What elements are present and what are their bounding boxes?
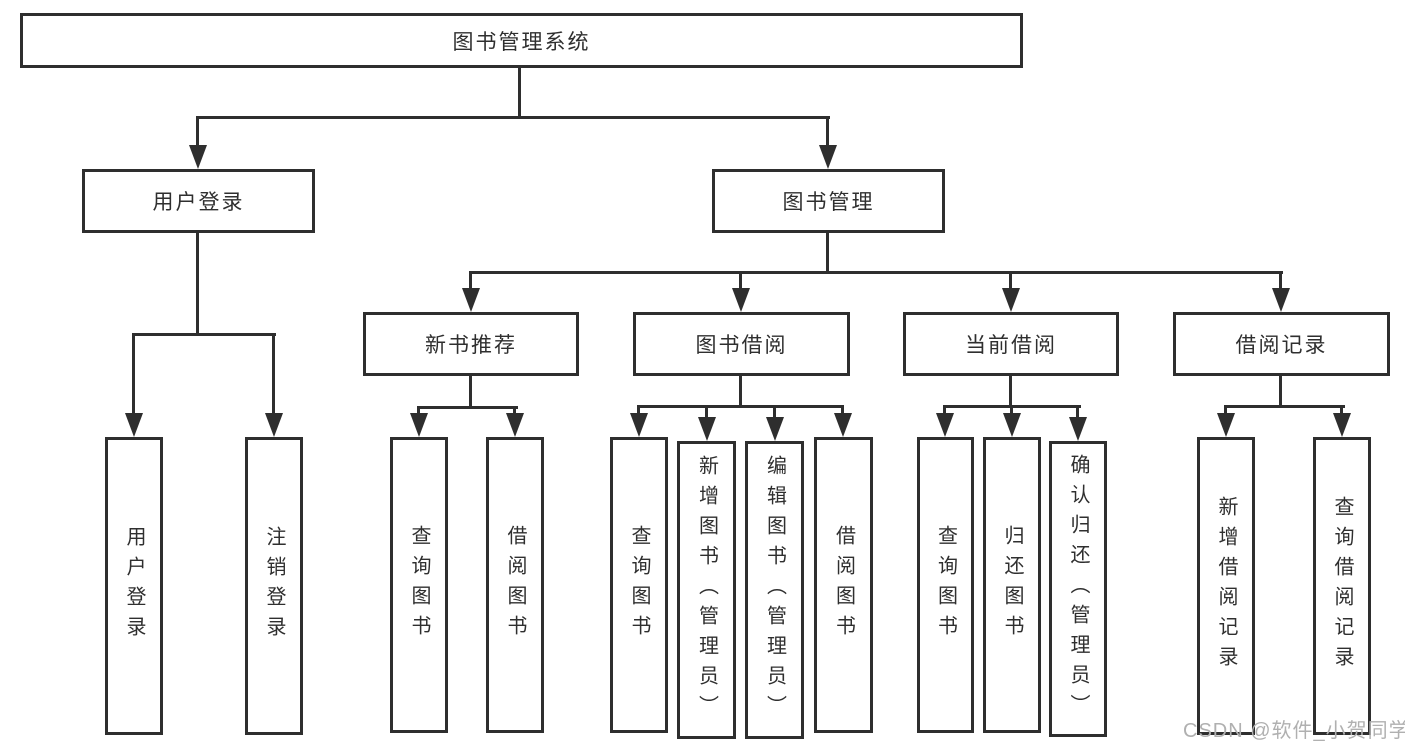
node-label: 借阅记录 — [1235, 334, 1328, 357]
connector-line — [739, 376, 742, 407]
connector-line — [705, 405, 708, 419]
leaf-confirm-return-admin: 确认归还（管理员） — [1049, 441, 1107, 737]
arrow-down-icon — [1003, 413, 1021, 437]
connector-line — [469, 271, 1283, 274]
node-label: 图书借阅 — [695, 334, 788, 357]
connector-line — [841, 405, 844, 415]
connector-line — [1279, 376, 1282, 407]
connector-line — [417, 406, 420, 416]
arrow-down-icon — [819, 145, 837, 169]
leaf-label: 用户登录 — [123, 526, 145, 646]
arrow-down-icon — [125, 413, 143, 437]
connector-line — [1279, 271, 1282, 290]
connector-line — [417, 406, 518, 409]
leaf-label: 借阅图书 — [504, 525, 526, 645]
connector-line — [196, 116, 830, 119]
connector-line — [1076, 405, 1079, 419]
leaf-label: 新增图书（管理员） — [695, 455, 718, 725]
arrow-down-icon — [1333, 413, 1351, 437]
connector-line — [943, 405, 946, 415]
arrow-down-icon — [1272, 288, 1290, 312]
leaf-query-books: 查询图书 — [390, 437, 448, 733]
leaf-borrow-books: 借阅图书 — [814, 437, 873, 733]
node-user-login: 用户登录 — [82, 169, 315, 233]
node-label: 图书管理 — [782, 191, 875, 214]
leaf-query-books: 查询图书 — [610, 437, 668, 733]
node-label: 图书管理系统 — [452, 30, 591, 54]
node-new-book-recommend: 新书推荐 — [363, 312, 579, 376]
leaf-label: 确认归还（管理员） — [1067, 454, 1089, 724]
leaf-label: 编辑图书（管理员） — [763, 455, 786, 725]
leaf-label: 注销登录 — [263, 526, 285, 646]
leaf-edit-book-admin: 编辑图书（管理员） — [745, 441, 804, 739]
node-book-borrowing: 图书借阅 — [633, 312, 850, 376]
connector-line — [272, 333, 275, 416]
connector-line — [1009, 376, 1012, 407]
connector-line — [826, 233, 829, 273]
leaf-return-books: 归还图书 — [983, 437, 1041, 733]
arrow-down-icon — [766, 417, 784, 441]
connector-line — [469, 271, 472, 290]
leaf-query-books: 查询图书 — [917, 437, 974, 733]
leaf-add-borrow-record: 新增借阅记录 — [1197, 437, 1255, 735]
connector-line — [132, 333, 276, 336]
arrow-down-icon — [732, 288, 750, 312]
connector-line — [637, 405, 844, 408]
node-current-borrowing: 当前借阅 — [903, 312, 1119, 376]
connector-line — [196, 116, 199, 148]
arrow-down-icon — [410, 413, 428, 437]
arrow-down-icon — [462, 288, 480, 312]
connector-line — [513, 406, 516, 416]
leaf-borrow-books: 借阅图书 — [486, 437, 544, 733]
leaf-label: 新增借阅记录 — [1215, 496, 1237, 676]
connector-line — [739, 271, 742, 290]
connector-line — [1009, 271, 1012, 290]
arrow-down-icon — [1217, 413, 1235, 437]
connector-line — [637, 405, 640, 415]
connector-line — [1340, 405, 1343, 415]
connector-line — [1010, 405, 1013, 415]
leaf-add-book-admin: 新增图书（管理员） — [677, 441, 736, 739]
arrow-down-icon — [630, 413, 648, 437]
node-label: 新书推荐 — [425, 334, 517, 357]
connector-line — [132, 333, 135, 416]
arrow-down-icon — [1069, 417, 1087, 441]
arrow-down-icon — [698, 417, 716, 441]
connector-line — [1224, 405, 1345, 408]
leaf-label: 查询图书 — [934, 525, 957, 645]
node-label: 用户登录 — [152, 191, 245, 214]
watermark: CSDN @软件_小贺同学 — [1183, 720, 1405, 742]
leaf-query-borrow-record: 查询借阅记录 — [1313, 437, 1371, 735]
leaf-user-login: 用户登录 — [105, 437, 163, 735]
arrow-down-icon — [506, 413, 524, 437]
connector-line — [773, 405, 776, 419]
leaf-label: 查询图书 — [408, 525, 430, 645]
connector-line — [1224, 405, 1227, 415]
node-library-system: 图书管理系统 — [20, 13, 1023, 68]
leaf-label: 查询图书 — [628, 525, 650, 645]
node-borrowing-records: 借阅记录 — [1173, 312, 1390, 376]
connector-line — [826, 116, 829, 148]
leaf-label: 借阅图书 — [832, 525, 855, 645]
connector-line — [518, 66, 521, 118]
connector-line — [469, 376, 472, 408]
arrow-down-icon — [1002, 288, 1020, 312]
leaf-label: 归还图书 — [1001, 525, 1023, 645]
leaf-logout: 注销登录 — [245, 437, 303, 735]
node-label: 当前借阅 — [965, 334, 1057, 357]
connector-line — [196, 233, 199, 335]
arrow-down-icon — [936, 413, 954, 437]
arrow-down-icon — [189, 145, 207, 169]
node-book-management: 图书管理 — [712, 169, 945, 233]
leaf-label: 查询借阅记录 — [1331, 496, 1353, 676]
arrow-down-icon — [834, 413, 852, 437]
arrow-down-icon — [265, 413, 283, 437]
